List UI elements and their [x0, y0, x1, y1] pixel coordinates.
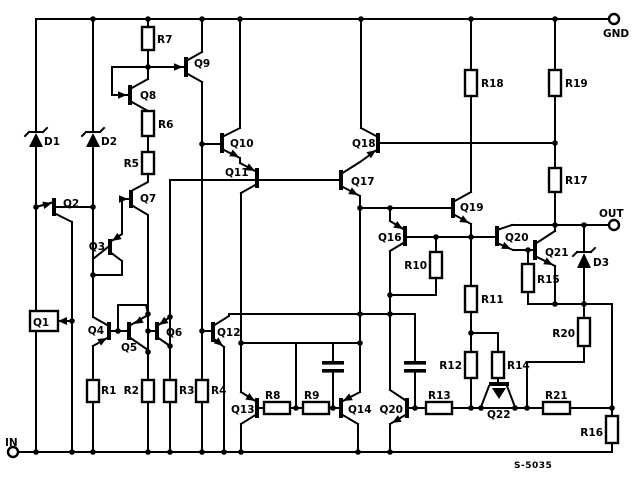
capacitor-2 [404, 361, 426, 373]
label-q10: Q10 [230, 138, 254, 150]
in-label: IN [5, 437, 18, 449]
label-r6: R6 [158, 119, 173, 131]
label-r18: R18 [481, 78, 504, 90]
label-q8: Q8 [140, 90, 156, 102]
label-q18: Q18 [352, 138, 376, 150]
label-q20: Q20 [505, 232, 529, 244]
r4-resistor [194, 378, 210, 404]
r2-resistor [140, 378, 156, 404]
label-r8: R8 [265, 390, 280, 402]
label-q9: Q9 [194, 58, 210, 70]
drawing-code-label: S-5035 [514, 461, 552, 471]
out-label: OUT [599, 208, 624, 220]
r9-resistor [301, 400, 331, 416]
label-r11: R11 [481, 294, 504, 306]
label-q6: Q6 [166, 327, 182, 339]
label-q20b: Q20 [379, 404, 403, 416]
label-d1: D1 [44, 136, 60, 148]
label-r1: R1 [101, 385, 116, 397]
label-d2: D2 [101, 136, 117, 148]
label-r16: R16 [580, 427, 603, 439]
junction-dots [33, 16, 615, 455]
label-r5: R5 [124, 158, 139, 170]
label-q4: Q4 [88, 325, 104, 337]
label-r10: R10 [404, 260, 427, 272]
label-q14: Q14 [348, 404, 372, 416]
label-q13: Q13 [231, 404, 255, 416]
label-r3: R3 [179, 385, 194, 397]
q1-device-box [28, 309, 60, 333]
label-r9: R9 [304, 390, 319, 402]
r1-resistor [85, 378, 101, 404]
label-q5: Q5 [121, 342, 137, 354]
r5-resistor [140, 150, 156, 176]
d1-zener-diode [23, 126, 49, 147]
diodes [23, 126, 597, 268]
r12-resistor [463, 350, 479, 380]
r18-resistor [463, 68, 479, 98]
gnd-terminal [607, 12, 621, 26]
label-q17: Q17 [351, 176, 375, 188]
capacitor-1 [322, 361, 344, 373]
label-r20: R20 [552, 328, 575, 340]
label-q16: Q16 [378, 232, 402, 244]
r16-resistor [604, 414, 620, 445]
resistors [85, 25, 620, 445]
r8-resistor [262, 400, 292, 416]
r17-resistor [547, 166, 563, 194]
label-r21: R21 [545, 390, 568, 402]
label-q12: Q12 [217, 327, 241, 339]
label-q2: Q2 [63, 198, 79, 210]
label-d3: D3 [593, 257, 609, 269]
q22-arrow-icon [492, 388, 506, 399]
label-q3: Q3 [89, 241, 105, 253]
label-r7: R7 [157, 34, 172, 46]
label-q7: Q7 [140, 193, 156, 205]
r11-resistor [463, 284, 479, 314]
label-q11: Q11 [225, 167, 249, 179]
d3-zener-diode [571, 246, 597, 268]
label-q1: Q1 [33, 317, 49, 329]
r19-resistor [547, 68, 563, 98]
r7-resistor [140, 25, 156, 52]
capacitors [322, 361, 426, 373]
label-r13: R13 [428, 390, 451, 402]
label-r17: R17 [565, 175, 588, 187]
in-terminal [6, 445, 20, 459]
r21-resistor [541, 400, 572, 416]
r15-resistor [520, 262, 536, 294]
label-r19: R19 [565, 78, 588, 90]
r3-resistor [162, 378, 178, 404]
out-terminal [607, 218, 621, 232]
labels: GND OUT IN S-5035 D1 D2 D3 Q1 Q2 Q3 Q4 Q… [5, 28, 629, 471]
label-r4: R4 [211, 385, 226, 397]
emitter-arrow-icons [42, 63, 555, 427]
gnd-label: GND [603, 28, 629, 40]
q1-arrow-icon [58, 317, 67, 325]
r14-resistor [490, 350, 506, 380]
r6-resistor [140, 109, 156, 138]
label-r14: R14 [507, 360, 530, 372]
label-q19: Q19 [460, 202, 484, 214]
r10-resistor [428, 250, 444, 280]
d2-zener-diode [80, 126, 106, 147]
label-r15: R15 [537, 274, 560, 286]
r20-resistor [576, 316, 592, 348]
transistor-base-bars [52, 57, 537, 418]
r13-resistor [424, 400, 454, 416]
label-r2: R2 [124, 385, 139, 397]
label-q22: Q22 [487, 409, 511, 421]
label-q21: Q21 [545, 247, 569, 259]
label-r12: R12 [439, 360, 462, 372]
